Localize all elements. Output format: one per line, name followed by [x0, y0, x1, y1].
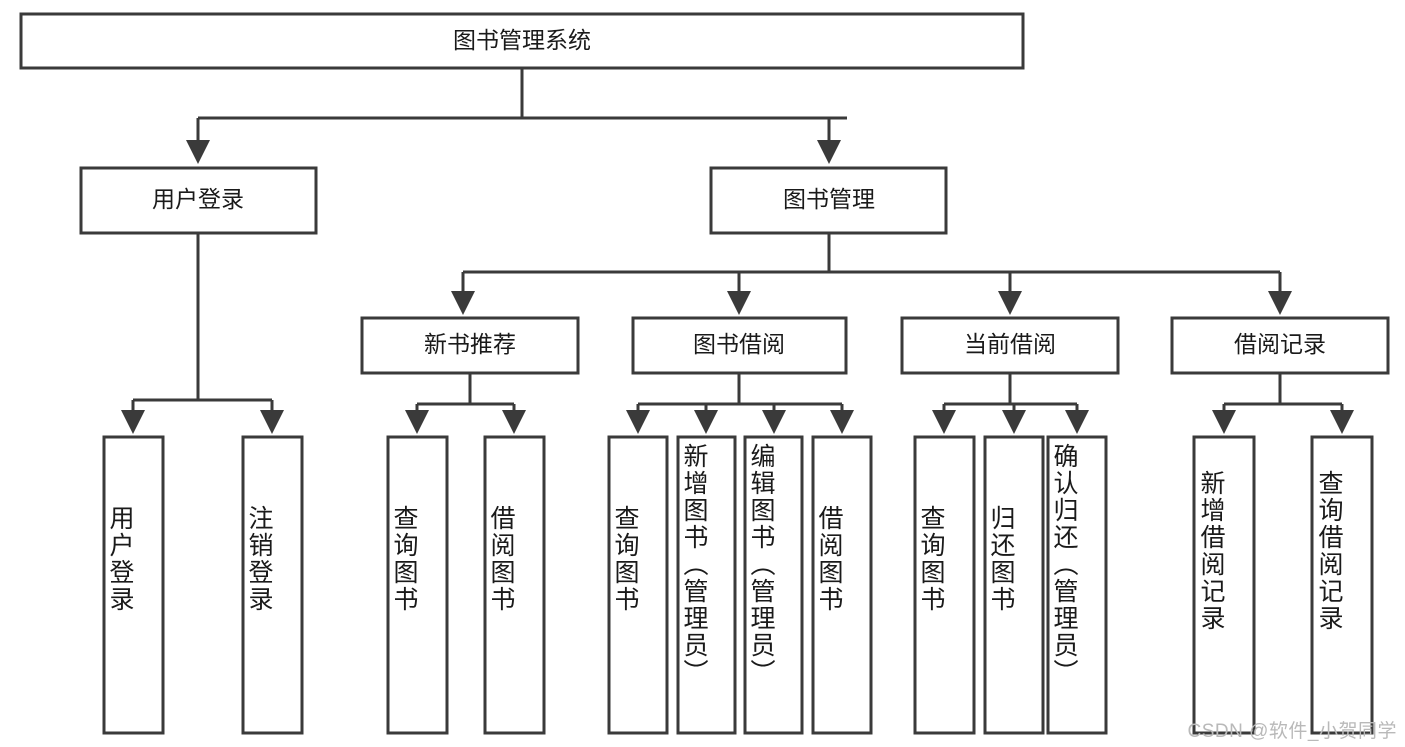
node-new-book-recommend[interactable] — [360, 316, 580, 375]
node-borrow-record-label: 借阅记录 — [1234, 331, 1326, 357]
connector-root-to-level2 — [186, 68, 847, 164]
node-root-label: 图书管理系统 — [453, 27, 591, 53]
node-current-borrow[interactable] — [900, 316, 1120, 375]
leaf-confirm-return-admin[interactable] — [1046, 435, 1108, 735]
node-book-management[interactable] — [709, 166, 948, 235]
node-book-borrow-label: 图书借阅 — [693, 331, 785, 357]
leaf-user-login[interactable] — [102, 435, 165, 735]
connector-borrowrecord-to-leaves — [1212, 373, 1354, 434]
node-current-borrow-label: 当前借阅 — [964, 331, 1056, 357]
leaf-logout-login[interactable] — [241, 435, 304, 735]
node-user-login[interactable] — [79, 166, 318, 235]
leaf-query-book-current[interactable] — [913, 435, 976, 735]
connector-bookmgmt-to-level3 — [451, 233, 1292, 315]
leaf-borrow-book-newrec[interactable] — [483, 435, 546, 735]
node-book-management-label: 图书管理 — [783, 186, 875, 212]
csdn-watermark: CSDN @软件_小贺同学 — [1187, 721, 1397, 742]
leaf-return-book[interactable] — [983, 435, 1045, 735]
leaf-add-book-admin[interactable] — [676, 435, 737, 735]
leaf-add-borrow-record[interactable] — [1192, 435, 1256, 735]
connector-currentborrow-to-leaves — [932, 373, 1089, 434]
connector-newbook-to-leaves — [405, 373, 526, 434]
leaf-borrow-book[interactable] — [811, 435, 873, 735]
connector-bookborrow-to-leaves — [626, 373, 854, 434]
leaf-query-borrow-record[interactable] — [1310, 435, 1374, 735]
node-book-borrow[interactable] — [631, 316, 848, 375]
node-new-book-recommend-label: 新书推荐 — [424, 331, 516, 357]
leaf-query-book-borrow[interactable] — [607, 435, 669, 735]
connector-userlogin-to-leaves — [121, 233, 284, 434]
node-user-login-label: 用户登录 — [152, 186, 244, 212]
leaf-query-book-newrec[interactable] — [386, 435, 449, 735]
leaf-edit-book-admin[interactable] — [743, 435, 804, 735]
node-borrow-record[interactable] — [1170, 316, 1390, 375]
node-root-book-management-system[interactable] — [19, 12, 1025, 70]
